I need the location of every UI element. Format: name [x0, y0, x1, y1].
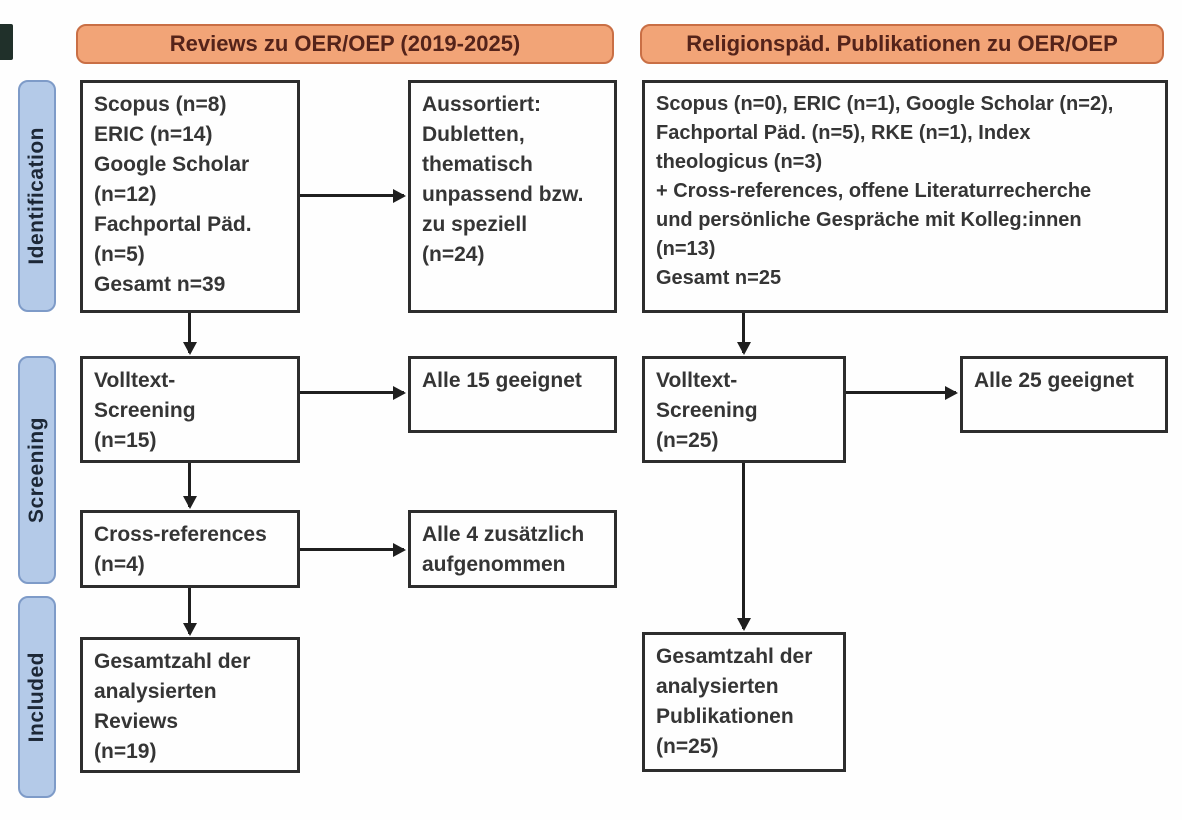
arrow-right-id-to-screening — [742, 313, 745, 353]
box-left-excluded: Aussortiert: Dubletten, thematisch unpas… — [408, 80, 617, 313]
box-left-crossref-result: Alle 4 zusätzlich aufgenommen — [408, 510, 617, 588]
column-header-religionspaed: Religionspäd. Publikationen zu OER/OEP — [640, 24, 1164, 64]
arrow-left-screening-to-crossref — [188, 463, 191, 507]
box-right-screening-result: Alle 25 geeignet — [960, 356, 1168, 433]
box-left-screening-result: Alle 15 geeignet — [408, 356, 617, 433]
arrow-left-screening-to-result — [300, 391, 404, 394]
arrow-left-id-to-excluded — [300, 194, 404, 197]
stage-label-identification: Identification — [18, 80, 56, 312]
arrow-left-crossref-to-result — [300, 548, 404, 551]
box-left-fulltext-screening: Volltext- Screening (n=15) — [80, 356, 300, 463]
column-header-reviews: Reviews zu OER/OEP (2019-2025) — [76, 24, 614, 64]
arrow-right-screening-to-included — [742, 463, 745, 629]
stage-label-screening-text: Screening — [25, 416, 48, 524]
box-left-identification: Scopus (n=8) ERIC (n=14) Google Scholar … — [80, 80, 300, 313]
stage-label-screening: Screening — [18, 356, 56, 584]
arrow-left-id-to-screening — [188, 313, 191, 353]
stage-label-included: Included — [18, 596, 56, 798]
box-right-included-total: Gesamtzahl der analysierten Publikatione… — [642, 632, 846, 772]
arrow-right-screening-to-result — [846, 391, 956, 394]
box-left-included-total: Gesamtzahl der analysierten Reviews (n=1… — [80, 637, 300, 773]
arrow-left-crossref-to-included — [188, 588, 191, 634]
box-right-fulltext-screening: Volltext- Screening (n=25) — [642, 356, 846, 463]
box-right-identification: Scopus (n=0), ERIC (n=1), Google Scholar… — [642, 80, 1168, 313]
corner-artifact — [0, 24, 13, 60]
box-left-crossreferences: Cross-references (n=4) — [80, 510, 300, 588]
stage-label-included-text: Included — [25, 651, 48, 743]
stage-label-identification-text: Identification — [25, 127, 48, 265]
